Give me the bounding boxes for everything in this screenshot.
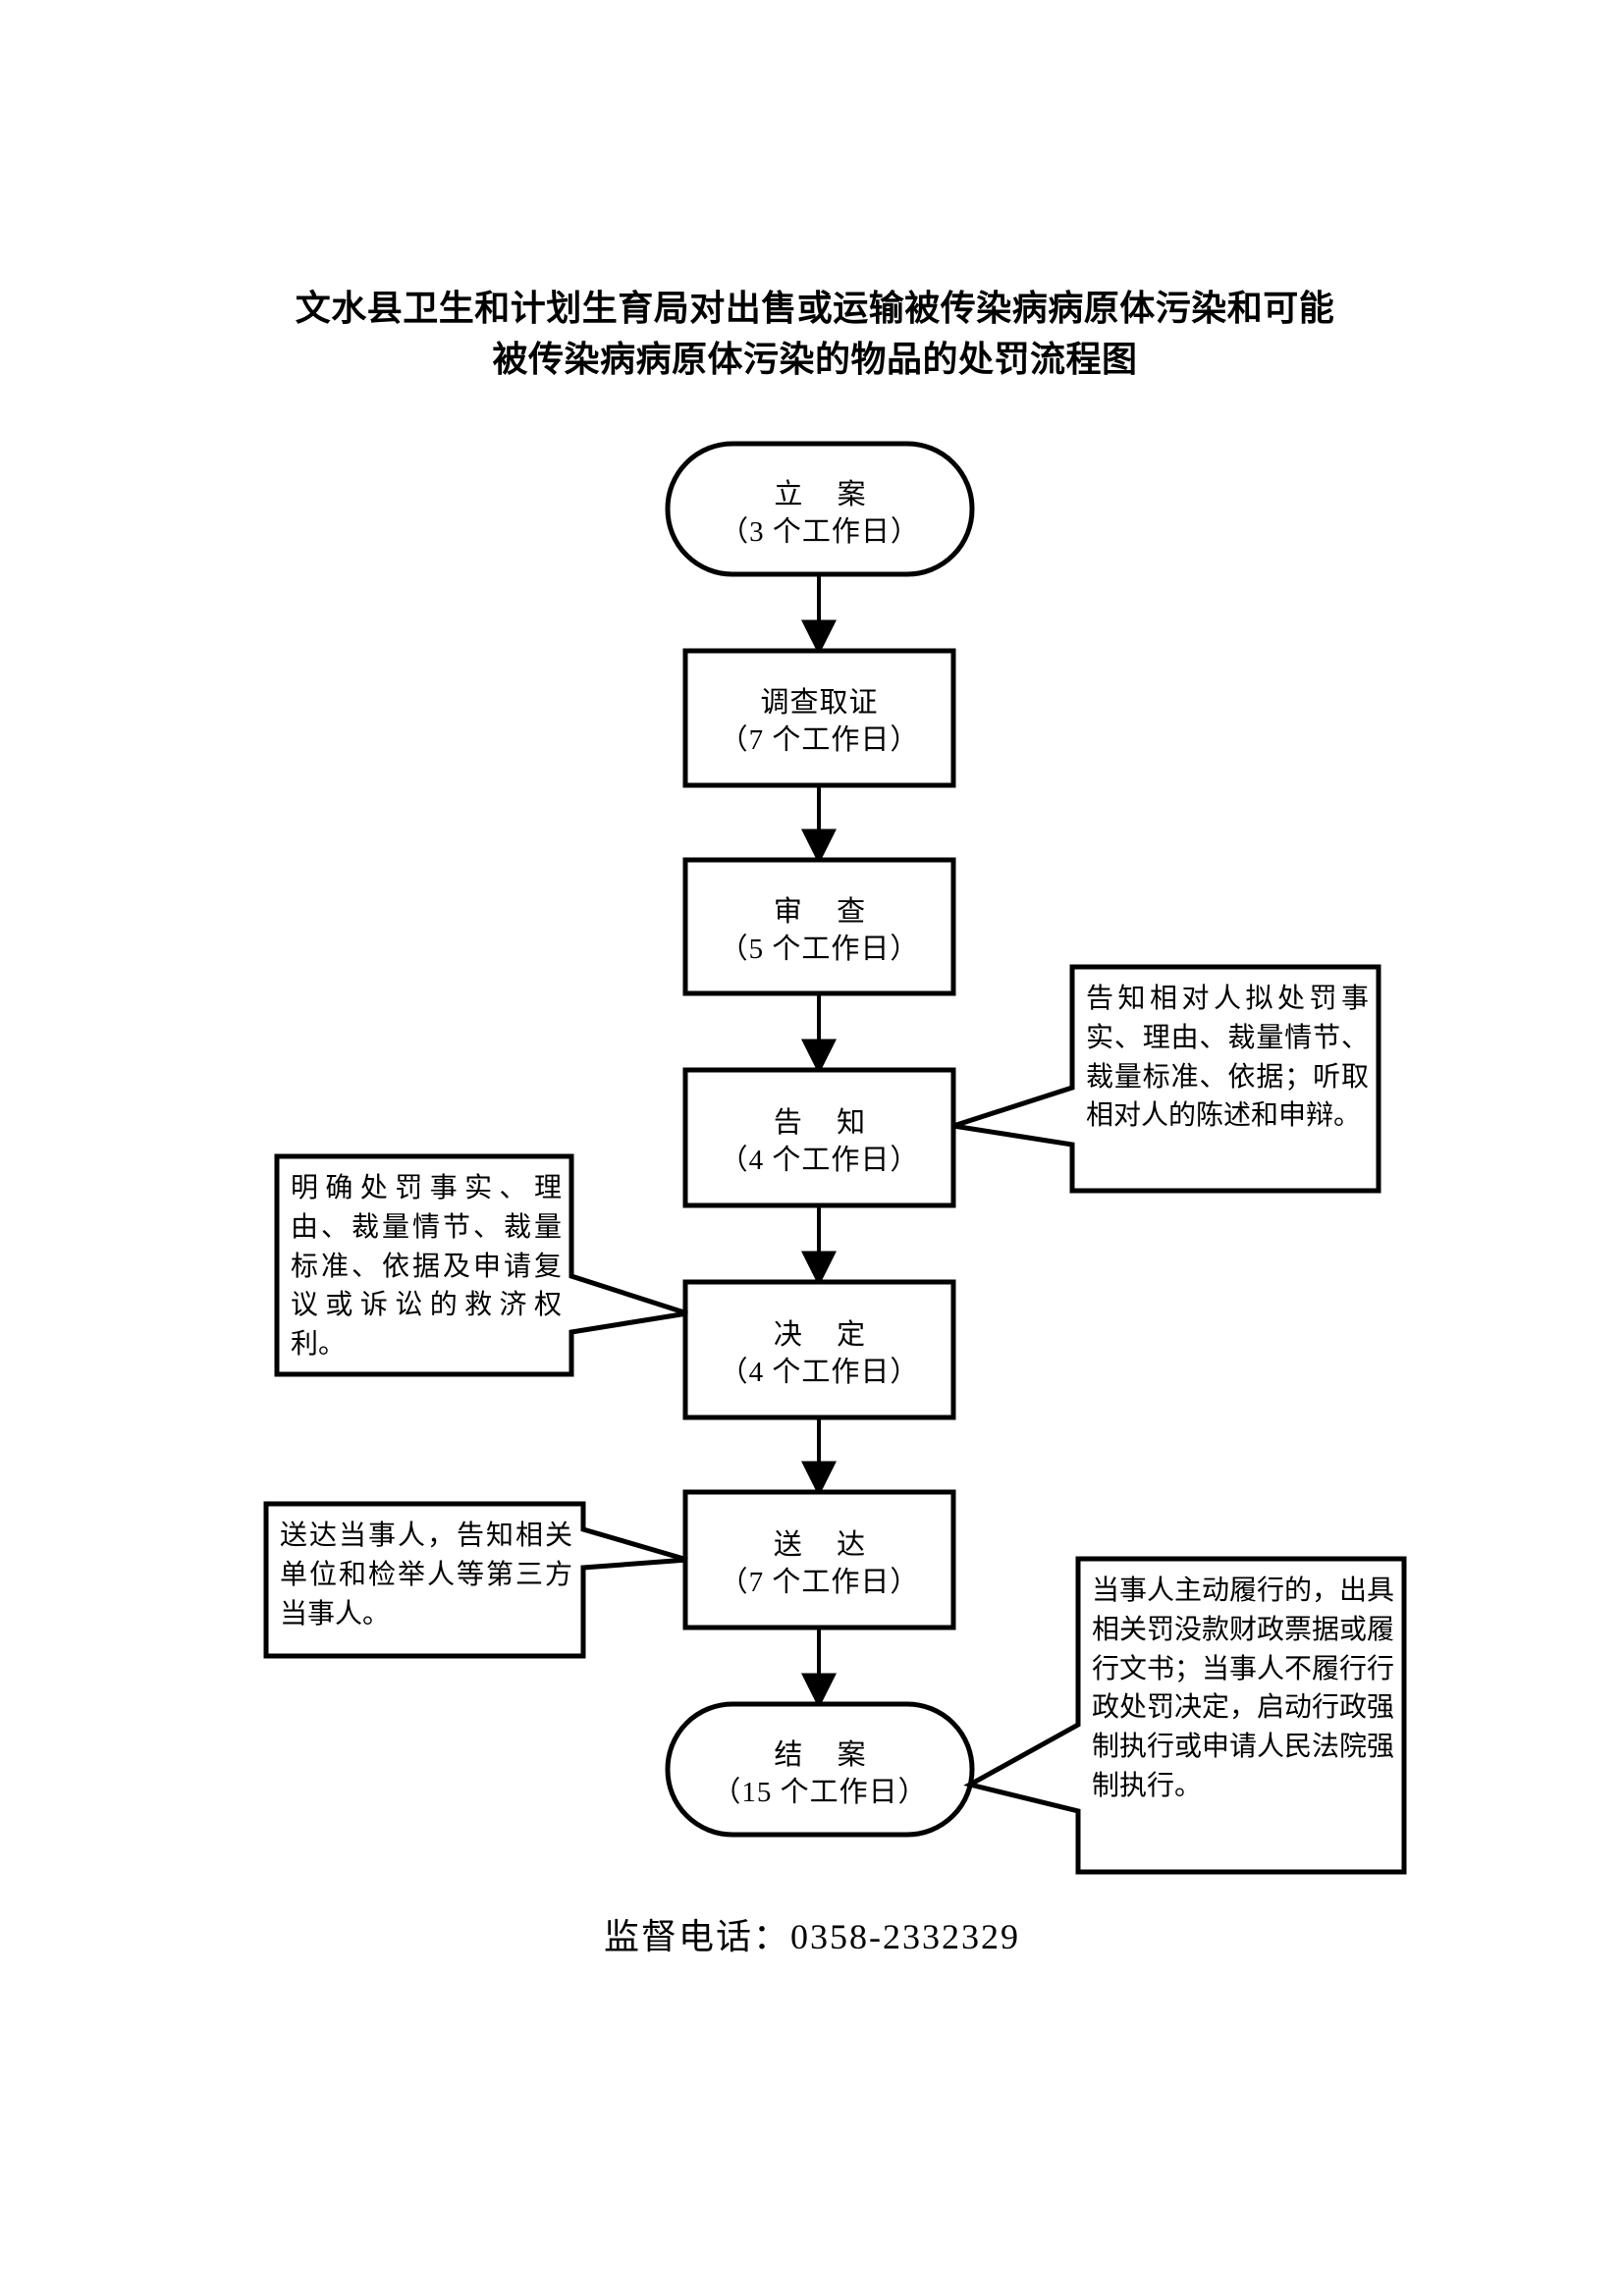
node-notification-shape — [682, 1067, 956, 1208]
page-title-line-1: 文水县卫生和计划生育局对出售或运输被传染病病原体污染和可能 — [295, 288, 1335, 328]
callout-notification-note-shape — [952, 964, 1381, 1194]
node-investigation-shape — [682, 648, 956, 788]
callout-delivery-note-shape — [263, 1501, 688, 1659]
node-decision-shape — [682, 1279, 956, 1420]
node-filing-shape — [665, 441, 975, 577]
node-delivery-shape — [682, 1489, 956, 1630]
page-title-line-2: 被传染病病原体污染的物品的处罚流程图 — [492, 339, 1138, 380]
callout-closing-note-shape — [963, 1556, 1407, 1875]
node-closing-shape — [665, 1701, 975, 1838]
callout-decision-note-shape — [274, 1153, 688, 1377]
page-title: 文水县卫生和计划生育局对出售或运输被传染病病原体污染和可能 被传染病病原体污染的… — [177, 283, 1453, 385]
supervision-phone: 监督电话：0358-2332329 — [604, 1917, 1020, 1956]
node-review-shape — [682, 857, 956, 996]
